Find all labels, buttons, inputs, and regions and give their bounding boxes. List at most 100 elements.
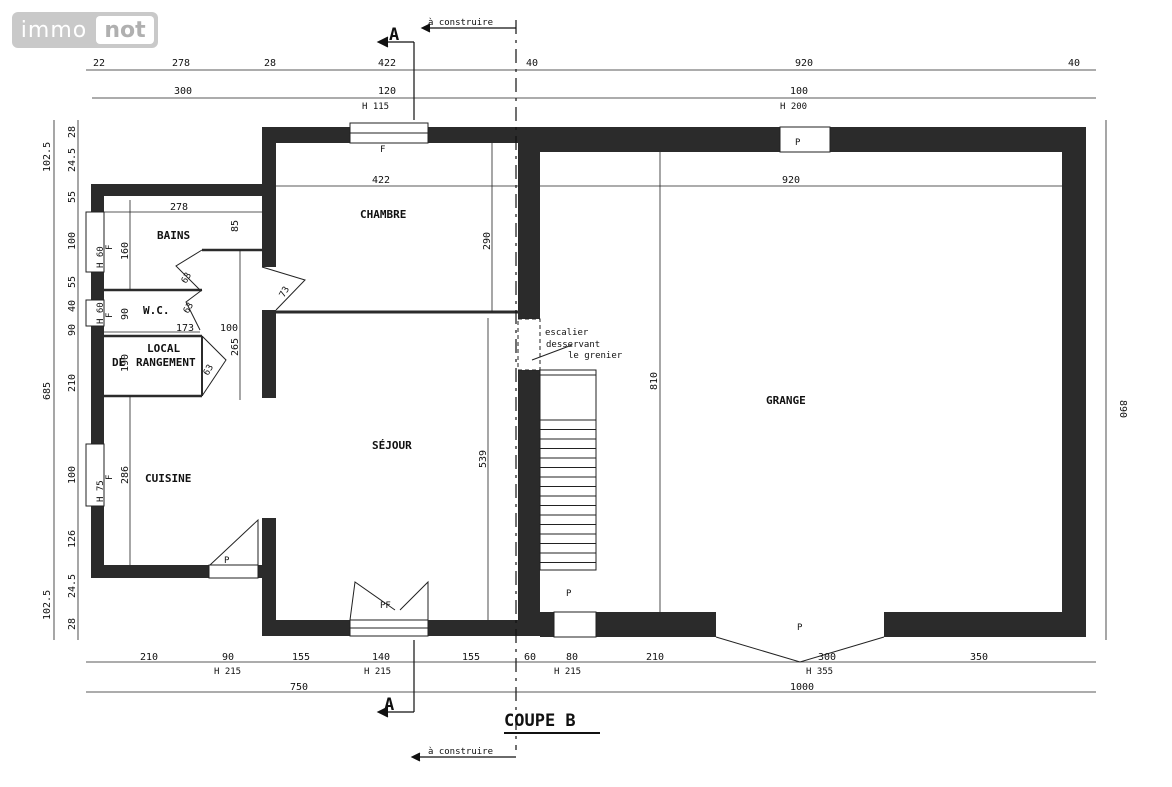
left-dim-102-5-top: 102.5 xyxy=(42,142,53,172)
dim-bains-160: 160 xyxy=(120,242,131,260)
section-line xyxy=(376,20,600,762)
top-dim-278: 278 xyxy=(172,58,190,69)
wall-grange-bottom-b xyxy=(884,612,1086,637)
bottom-dim-90: 90 xyxy=(222,652,234,663)
stair-note-2: desservant xyxy=(546,340,600,350)
top-dim-120: 120 xyxy=(378,86,396,97)
wall-left-a xyxy=(91,184,104,214)
wall-grange-top-b xyxy=(830,127,1086,152)
dim-chambre-290: 290 xyxy=(482,232,493,250)
dim-door-73: 73 xyxy=(278,285,292,299)
window-height-h60a: H 60 xyxy=(96,246,106,268)
top-height-115: H 115 xyxy=(362,102,389,112)
window-height-h75: H 75 xyxy=(96,480,106,502)
left-dim-100b: 100 xyxy=(67,466,78,484)
dim-door-63a: 63 xyxy=(180,271,194,285)
wall-kitchen-bottom-b xyxy=(258,565,276,578)
top-dim-40a: 40 xyxy=(526,58,538,69)
dim-door-63b: 63 xyxy=(182,301,196,315)
bottom-total-750: 750 xyxy=(290,682,308,693)
dim-wc-90: 90 xyxy=(120,308,131,320)
window-label-f-bains: F xyxy=(105,245,115,250)
wall-chambre-west xyxy=(262,127,276,267)
wall-left-c xyxy=(91,326,104,444)
top-dim-920: 920 xyxy=(795,58,813,69)
left-dim-28b: 28 xyxy=(67,618,78,630)
bottom-dim-60: 60 xyxy=(524,652,536,663)
windows xyxy=(85,122,831,638)
wall-bottom-b xyxy=(428,620,518,636)
to-build-top: à construire xyxy=(428,18,493,28)
top-height-200: H 200 xyxy=(780,102,807,112)
window-label-pf: PF xyxy=(380,601,391,611)
window-label-f-cuisine: F xyxy=(105,475,115,480)
window-label-p-grange-bottom: P xyxy=(797,623,803,633)
window-height-h60b: H 60 xyxy=(96,302,106,324)
stair-note-1: escalier xyxy=(545,328,589,338)
top-dim-28: 28 xyxy=(264,58,276,69)
dim-cuisine-286: 286 xyxy=(120,466,131,484)
room-label-wc: W.C. xyxy=(143,304,170,317)
right-dim-890: 890 xyxy=(1117,400,1128,418)
wall-grange-bottom-c xyxy=(540,612,554,637)
left-dim-24-5a: 24.5 xyxy=(67,148,78,172)
walls xyxy=(91,127,1086,637)
dimension-lines xyxy=(53,69,1107,693)
bottom-height-215c: H 215 xyxy=(554,667,581,677)
to-build-bottom: à construire xyxy=(428,747,493,757)
bottom-dim-210b: 210 xyxy=(646,652,664,663)
dim-bains-278: 278 xyxy=(170,202,188,213)
wall-grange-east xyxy=(1062,127,1086,637)
window-label-f-chambre: F xyxy=(380,145,385,155)
bottom-height-215a: H 215 xyxy=(214,667,241,677)
left-dim-90: 90 xyxy=(67,324,78,336)
room-label-chambre: CHAMBRE xyxy=(360,208,406,221)
dim-100: 100 xyxy=(220,323,238,334)
wall-bottom-a xyxy=(262,620,350,636)
left-dim-210: 210 xyxy=(67,374,78,392)
left-dim-40: 40 xyxy=(67,300,78,312)
top-dim-22: 22 xyxy=(93,58,105,69)
left-dim-102-5-bottom: 102.5 xyxy=(42,590,53,620)
stair-steps xyxy=(540,419,596,563)
wall-grange-bottom-a xyxy=(596,612,716,637)
room-label-bains: BAINS xyxy=(157,229,190,242)
dim-265: 265 xyxy=(230,338,241,356)
wall-left-b xyxy=(91,272,104,300)
top-dim-40b: 40 xyxy=(1068,58,1080,69)
wall-top-left-a xyxy=(262,127,350,143)
bottom-dim-140: 140 xyxy=(372,652,390,663)
wall-kitchen-bottom xyxy=(91,565,209,578)
bottom-dim-155b: 155 xyxy=(462,652,480,663)
top-dim-422: 422 xyxy=(378,58,396,69)
room-label-sejour: SÉJOUR xyxy=(372,439,412,452)
window-label-p-grange-top: P xyxy=(795,138,801,148)
staircase xyxy=(517,318,597,571)
section-b-label: COUPE B xyxy=(504,711,576,731)
dim-door-63c: 63 xyxy=(202,363,216,377)
window-label-f-wc: F xyxy=(105,313,115,318)
left-dim-55b: 55 xyxy=(67,276,78,288)
top-dim-100: 100 xyxy=(790,86,808,97)
bottom-height-215b: H 215 xyxy=(364,667,391,677)
wall-central-lower xyxy=(518,370,540,636)
bottom-dim-80: 80 xyxy=(566,652,578,663)
bottom-dim-210a: 210 xyxy=(140,652,158,663)
partitions xyxy=(104,248,518,398)
room-label-rangement: RANGEMENT xyxy=(136,356,196,369)
room-label-grange: GRANGE xyxy=(766,394,806,407)
dim-grange-810: 810 xyxy=(649,372,660,390)
bottom-dim-155a: 155 xyxy=(292,652,310,663)
wall-grange-top-a xyxy=(518,127,780,152)
section-a-bottom: A xyxy=(384,695,394,715)
wall-sejour-west xyxy=(262,310,276,398)
logo-part-not: not xyxy=(96,16,154,44)
bottom-dim-300: 300 xyxy=(818,652,836,663)
bottom-total-1000: 1000 xyxy=(790,682,814,693)
window-label-p-cuisine: P xyxy=(224,556,230,566)
window-label-p-stair: P xyxy=(566,589,572,599)
top-dim-300: 300 xyxy=(174,86,192,97)
immonot-logo: immo not xyxy=(12,12,158,48)
left-dim-685: 685 xyxy=(42,382,53,400)
